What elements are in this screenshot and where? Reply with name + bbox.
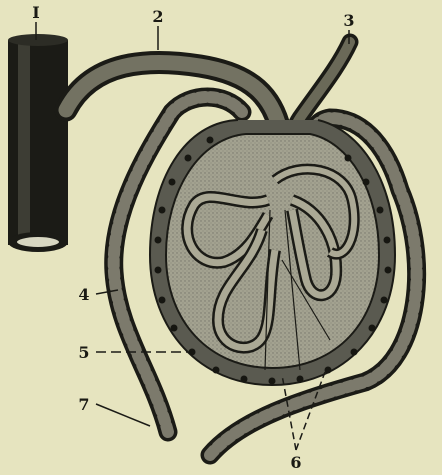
label-7: 7 — [78, 395, 89, 414]
label-4: 4 — [78, 285, 89, 304]
label-5: 5 — [78, 343, 89, 362]
label-1: I — [32, 3, 39, 22]
label-3: 3 — [343, 11, 354, 30]
label-6: 6 — [290, 453, 301, 472]
artery-cylinder — [8, 34, 68, 252]
label-2: 2 — [152, 7, 163, 26]
